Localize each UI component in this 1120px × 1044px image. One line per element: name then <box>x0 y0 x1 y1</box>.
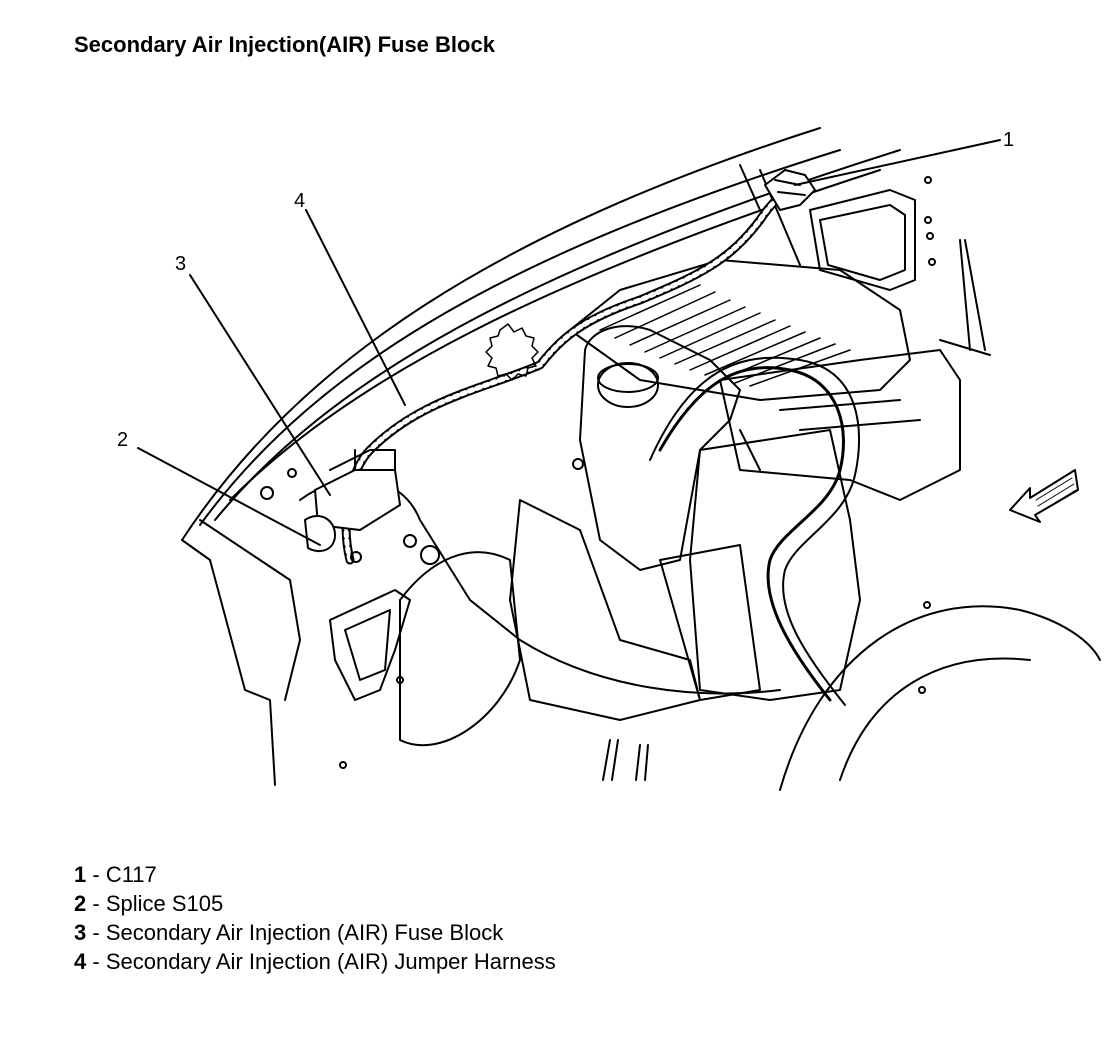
leader-1 <box>794 139 1001 186</box>
legend-text: Secondary Air Injection (AIR) Jumper Har… <box>105 949 556 974</box>
legend-item: 4 - Secondary Air Injection (AIR) Jumper… <box>74 947 556 976</box>
fender-inner-panel <box>199 519 301 701</box>
cowl-line <box>214 149 901 521</box>
splice-s105 <box>304 515 336 553</box>
legend-number: 4 <box>74 949 87 974</box>
legend-item: 1 - C117 <box>74 860 556 889</box>
legend-number: 3 <box>74 920 87 945</box>
legend-text: Splice S105 <box>105 891 224 916</box>
wheelhouse-arc-2 <box>839 657 1031 781</box>
diagram-title: Secondary Air Injection(AIR) Fuse Block <box>74 32 495 57</box>
callout-1: 1 <box>1003 129 1014 151</box>
fender-inner-edge <box>199 149 841 526</box>
legend-separator: - <box>86 949 106 974</box>
legend-separator: - <box>86 862 106 887</box>
battery-box <box>719 349 961 501</box>
relay-center <box>689 429 861 701</box>
forward-arrow <box>1009 469 1079 523</box>
legend-separator: - <box>86 891 106 916</box>
legend-item: 2 - Splice S105 <box>74 889 556 918</box>
reservoir-cap <box>597 362 659 408</box>
legend-text: C117 <box>105 862 157 887</box>
coolant-hose <box>658 366 845 702</box>
lower-panel <box>509 499 701 721</box>
coolant-reservoir <box>579 325 741 571</box>
fender-outline <box>181 127 821 541</box>
callout-3: 3 <box>175 253 186 275</box>
legend: 1 - C117 2 - Splice S105 3 - Secondary A… <box>74 860 556 976</box>
wheelhouse-arc <box>779 605 1101 791</box>
headlamp-bracket <box>809 189 916 291</box>
legend-separator: - <box>86 920 106 945</box>
lower-tank <box>399 551 521 747</box>
cowl-line-2 <box>229 169 881 501</box>
control-module <box>569 259 911 401</box>
leader-4 <box>305 209 406 406</box>
legend-item: 3 - Secondary Air Injection (AIR) Fuse B… <box>74 918 556 947</box>
leader-3 <box>189 274 331 496</box>
grommet <box>485 323 539 381</box>
leader-2 <box>137 447 321 546</box>
legend-number: 1 <box>74 862 87 887</box>
fender-front-edge <box>181 539 276 786</box>
callout-2: 2 <box>117 429 128 451</box>
legend-text: Secondary Air Injection (AIR) Fuse Block <box>105 920 504 945</box>
bracket <box>329 589 411 701</box>
legend-number: 2 <box>74 891 87 916</box>
callout-4: 4 <box>294 190 305 212</box>
